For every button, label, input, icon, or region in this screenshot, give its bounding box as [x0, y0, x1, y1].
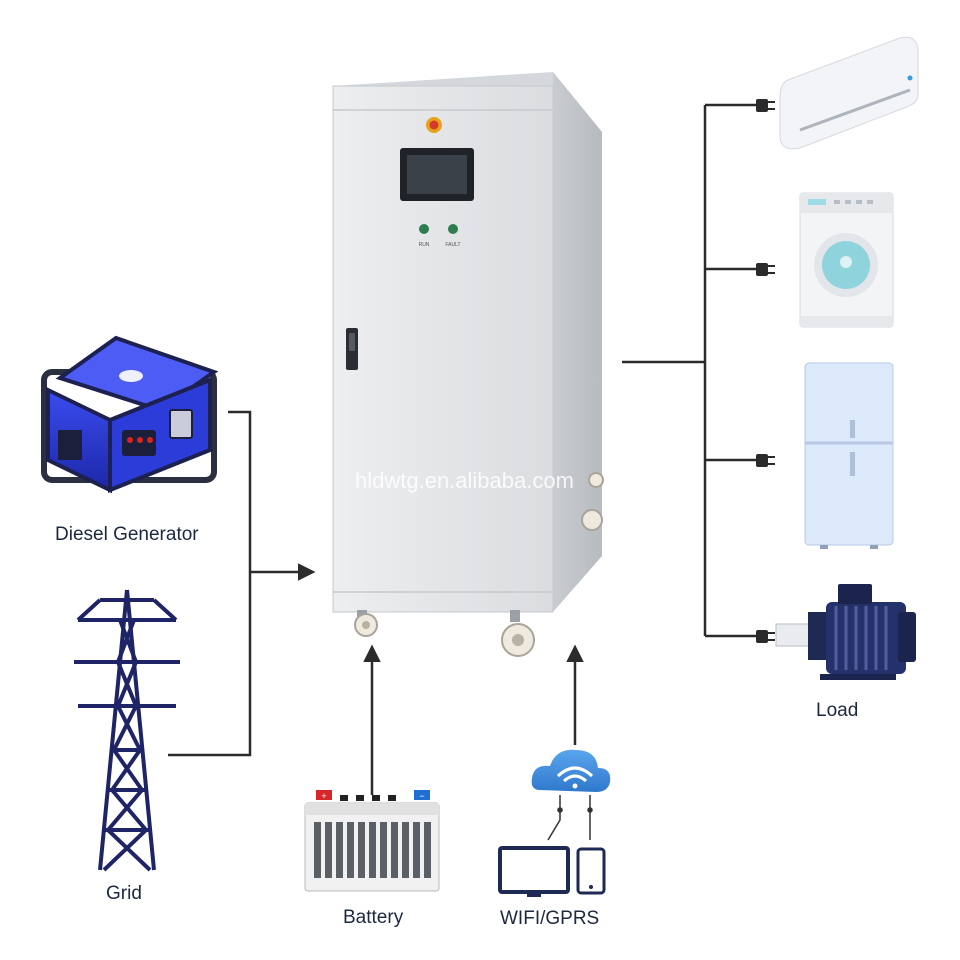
plug-icons: [756, 99, 775, 643]
plug-icon: [756, 454, 775, 467]
plug-icon: [756, 99, 775, 112]
watermark: hldwtg.en.alibaba.com: [355, 468, 574, 493]
wifi-gprs-label: WIFI/GPRS: [500, 908, 600, 929]
plug-icon: [756, 630, 775, 643]
fault-indicator-label: FAULT: [445, 242, 460, 248]
svg-text:−: −: [419, 791, 424, 801]
air-conditioner-icon: [779, 36, 919, 150]
cloud-wifi-icon: [531, 749, 611, 792]
energy-cabinet: RUN FAULT: [332, 72, 604, 657]
generator-feed-line: [228, 410, 252, 572]
refrigerator-icon: [804, 362, 894, 549]
plug-icon: [756, 263, 775, 276]
battery-label: Battery: [343, 907, 404, 928]
power-tower-icon: [74, 589, 180, 872]
diesel-generator-icon: [41, 335, 219, 494]
device-links: [547, 795, 593, 841]
monitor-icon: [498, 846, 570, 897]
caster-wheels: [354, 472, 604, 657]
phone-icon: [576, 847, 606, 895]
run-indicator-label: RUN: [419, 242, 430, 248]
diesel-generator-label: Diesel Generator: [55, 524, 199, 545]
washing-machine-icon: [799, 192, 894, 328]
load-label: Load: [816, 700, 859, 721]
battery-icon: + −: [304, 790, 440, 892]
cabinet-side: [553, 72, 602, 612]
grid-label: Grid: [106, 883, 142, 904]
fault-indicator: [448, 224, 458, 234]
connection-lines: [168, 103, 758, 795]
electric-motor-icon: [775, 584, 916, 680]
run-indicator: [419, 224, 429, 234]
svg-text:+: +: [321, 791, 326, 801]
grid-feed-line: [168, 572, 252, 757]
